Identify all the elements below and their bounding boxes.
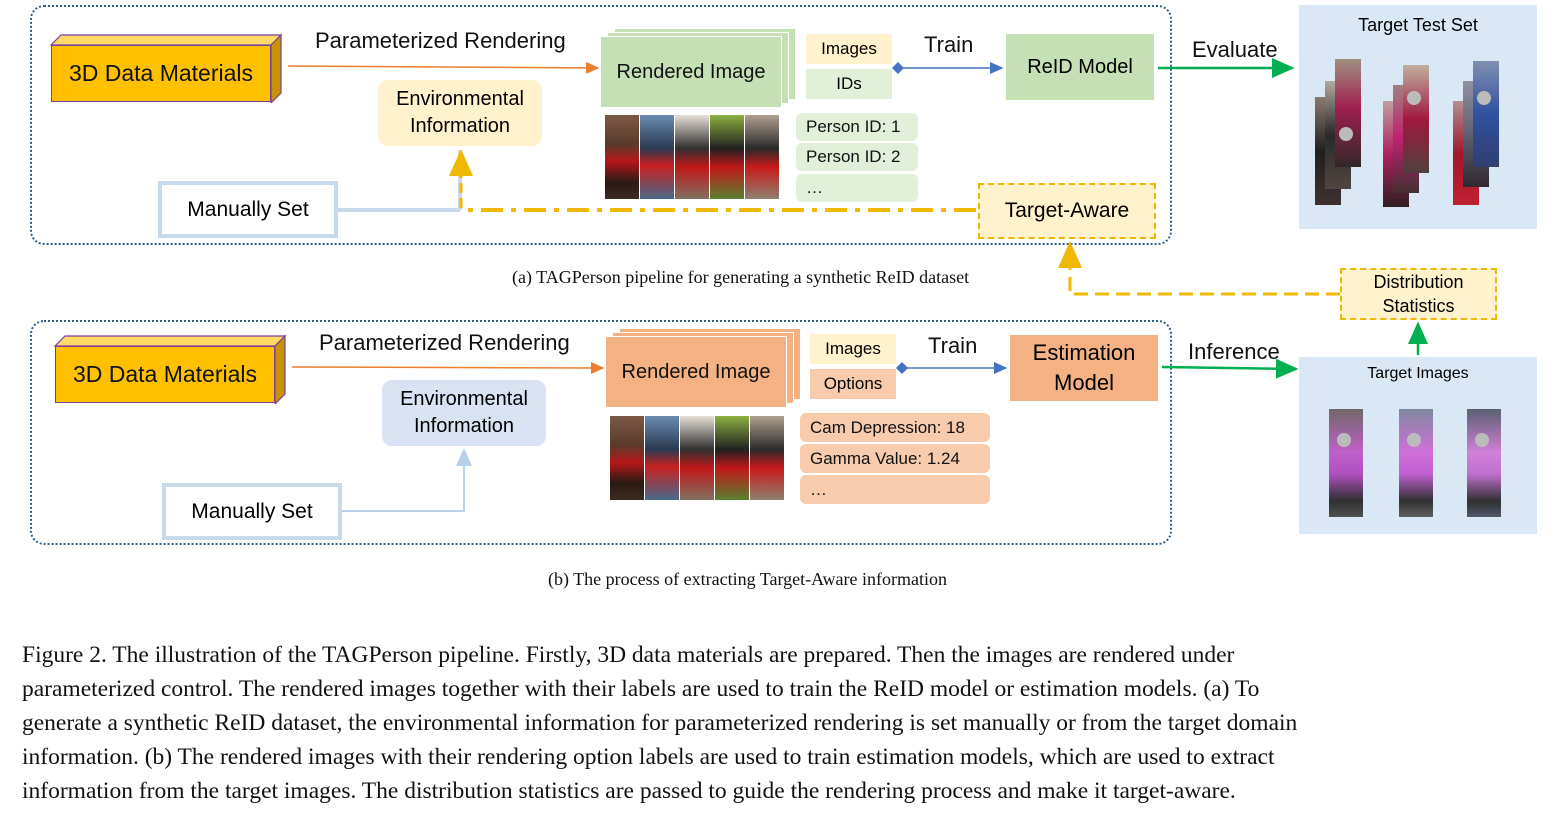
env-info-box-b: Environmental Information bbox=[382, 380, 546, 446]
rendering-label-a: Parameterized Rendering bbox=[315, 28, 566, 53]
person-crop-thumbnail bbox=[710, 115, 744, 199]
materials-label-a: 3D Data Materials bbox=[51, 45, 271, 102]
target-images-label: Target Images bbox=[1367, 365, 1469, 382]
blurred-face bbox=[1477, 91, 1491, 105]
person-crop-thumbnail bbox=[715, 416, 749, 500]
panel-a-frame bbox=[30, 5, 1172, 245]
id-item: Person ID: 1 bbox=[796, 113, 918, 141]
caption-line: parameterized control. The rendered imag… bbox=[22, 676, 1260, 702]
rendered-image-label-b: Rendered Image bbox=[605, 336, 787, 408]
env-info-label-a: Environmental Information bbox=[396, 88, 524, 137]
rendered-image-label-a: Rendered Image bbox=[600, 36, 782, 108]
id-item: … bbox=[796, 174, 918, 202]
person-crop-thumbnail bbox=[1403, 65, 1429, 173]
target-images-panel: Target Images bbox=[1299, 357, 1537, 534]
estimation-model-box: Estimation Model bbox=[1010, 335, 1158, 401]
panel-b-frame bbox=[30, 320, 1172, 545]
evaluate-label: Evaluate bbox=[1192, 37, 1278, 62]
inference-arrow bbox=[1161, 358, 1299, 379]
caption-line: information. (b) The rendered images wit… bbox=[22, 744, 1275, 770]
caption-line: Figure 2. The illustration of the TAGPer… bbox=[22, 642, 1235, 668]
cube-3d-icon bbox=[49, 33, 283, 103]
person-crop-thumbnail bbox=[1467, 409, 1501, 517]
option-item: Cam Depression: 18 bbox=[800, 413, 990, 442]
materials-label-b: 3D Data Materials bbox=[55, 346, 275, 403]
distribution-stats-box: Distribution Statistics bbox=[1340, 268, 1497, 320]
option-item: … bbox=[800, 475, 990, 504]
reid-model-box: ReID Model bbox=[1006, 34, 1154, 100]
person-crop-thumbnail bbox=[640, 115, 674, 199]
rendering-arrow-a bbox=[287, 61, 600, 74]
person-crop-thumbnail bbox=[1329, 409, 1363, 517]
id-item: Person ID: 2 bbox=[796, 143, 918, 171]
env-info-label-b: Environmental Information bbox=[400, 388, 528, 437]
rendered-samples-a bbox=[605, 115, 779, 199]
target-test-set-panel: Target Test Set bbox=[1299, 5, 1537, 229]
materials-cube-a: 3D Data Materials bbox=[48, 33, 284, 103]
distribution-stats-label: Distribution Statistics bbox=[1373, 272, 1464, 316]
target-test-set-label: Target Test Set bbox=[1358, 14, 1478, 35]
blurred-face bbox=[1475, 433, 1489, 447]
inference-label: Inference bbox=[1188, 339, 1280, 364]
rendering-arrow-b bbox=[291, 361, 605, 374]
option-item: Gamma Value: 1.24 bbox=[800, 444, 990, 473]
figure-caption: Figure 2. The illustration of the TAGPer… bbox=[22, 638, 1547, 808]
materials-cube-b: 3D Data Materials bbox=[52, 334, 288, 404]
distribution-feedback bbox=[1058, 241, 1340, 296]
caption-a: (a) TAGPerson pipeline for generating a … bbox=[512, 267, 970, 287]
label-images-b: Images bbox=[810, 334, 896, 364]
rendered-stack-a: Rendered Image bbox=[600, 28, 800, 108]
person-crop-thumbnail bbox=[1399, 409, 1433, 517]
rendering-label-b: Parameterized Rendering bbox=[319, 330, 570, 355]
train-label-a: Train bbox=[924, 32, 974, 57]
label-images-a: Images bbox=[806, 34, 892, 64]
blurred-face bbox=[1407, 91, 1421, 105]
manual-to-env-b bbox=[342, 448, 472, 512]
caption-line: generate a synthetic ReID dataset, the e… bbox=[22, 710, 1298, 736]
blurred-face bbox=[1407, 433, 1421, 447]
blurred-face bbox=[1337, 433, 1351, 447]
blurred-face bbox=[1339, 127, 1353, 141]
manual-box-b: Manually Set bbox=[162, 483, 342, 540]
person-crop-thumbnail bbox=[645, 416, 679, 500]
env-info-box-a: Environmental Information bbox=[378, 80, 542, 146]
person-crop-thumbnail bbox=[605, 115, 639, 199]
caption-line: information from the target images. The … bbox=[22, 778, 1236, 804]
rendered-samples-b bbox=[610, 416, 784, 500]
estimation-model-label: Estimation Model bbox=[1032, 340, 1136, 395]
person-crop-thumbnail bbox=[745, 115, 779, 199]
label-ids-a: IDs bbox=[806, 69, 892, 99]
person-crop-thumbnail bbox=[680, 416, 714, 500]
label-options-b: Options bbox=[810, 369, 896, 399]
target-aware-box: Target-Aware bbox=[978, 183, 1156, 239]
train-label-b: Train bbox=[928, 333, 978, 358]
caption-b: (b) The process of extracting Target-Awa… bbox=[548, 569, 947, 589]
person-crop-thumbnail bbox=[1335, 59, 1361, 167]
person-crop-thumbnail bbox=[610, 416, 644, 500]
person-crop-thumbnail bbox=[675, 115, 709, 199]
manual-box-a: Manually Set bbox=[158, 181, 338, 238]
rendered-stack-b: Rendered Image bbox=[605, 328, 805, 408]
person-crop-thumbnail bbox=[750, 416, 784, 500]
person-crop-thumbnail bbox=[1473, 61, 1499, 167]
cube-3d-icon bbox=[53, 334, 287, 404]
connector-layer bbox=[287, 58, 1428, 512]
